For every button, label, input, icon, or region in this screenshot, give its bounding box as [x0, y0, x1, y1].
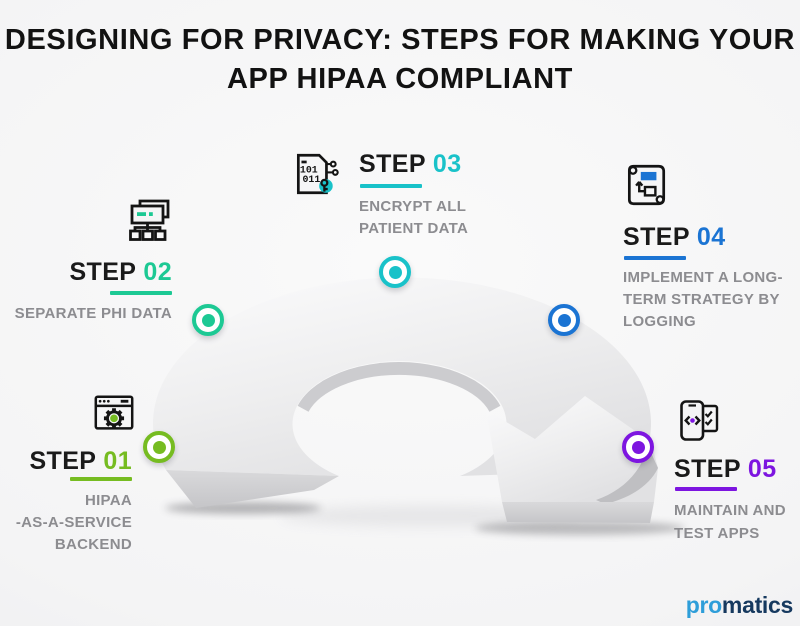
arrow-tail-shadow [165, 502, 321, 514]
logo-part-pro: pro [685, 592, 722, 618]
infographic-title: DESIGNING FOR PRIVACY: STEPS FOR MAKING … [0, 21, 800, 99]
arrow-head [486, 396, 658, 502]
arrow-tail-face [166, 470, 339, 508]
title-line-1: DESIGNING FOR PRIVACY: STEPS FOR MAKING … [4, 24, 796, 56]
arrow-head-wall [596, 446, 658, 504]
title-line-2: APP HIPAA COMPLIANT [227, 63, 573, 95]
logo-part-matics: matics [721, 592, 793, 618]
arrow-head-shadow [475, 521, 685, 535]
arrow-inner-wall [293, 362, 505, 413]
promatics-logo: promatics [685, 592, 794, 619]
arrow-band [153, 277, 651, 476]
arrow-head-face [502, 502, 654, 523]
